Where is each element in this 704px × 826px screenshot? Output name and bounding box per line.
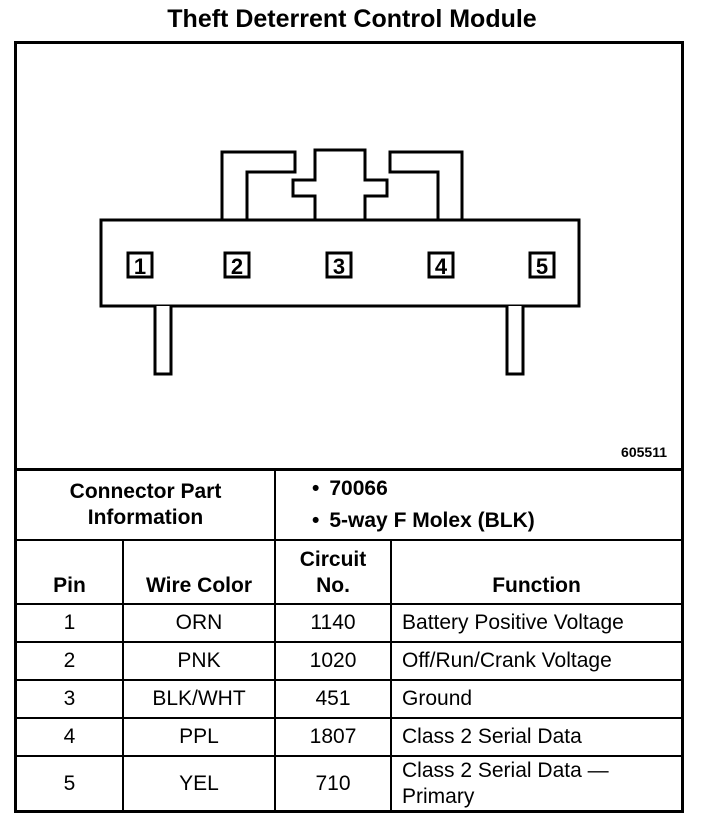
pin-label-2: 2 bbox=[231, 254, 243, 279]
table-row: 4 PPL 1807 Class 2 Serial Data bbox=[17, 716, 682, 757]
header-pin: Pin bbox=[17, 538, 124, 605]
pin-box-2 bbox=[223, 251, 251, 279]
pin-label-1: 1 bbox=[134, 254, 146, 279]
cell-circuit-no: 710 bbox=[274, 754, 393, 812]
pin-box-1 bbox=[126, 251, 154, 279]
cell-pin: 4 bbox=[17, 716, 124, 757]
part-info-list: 70066 5-way F Molex (BLK) bbox=[274, 468, 682, 541]
connector-key bbox=[291, 148, 389, 220]
cell-circuit-no: 1020 bbox=[274, 640, 393, 681]
cell-pin: 5 bbox=[17, 754, 124, 812]
cell-wire-color: YEL bbox=[121, 754, 277, 812]
table-row: 5 YEL 710 Class 2 Serial Data — Primary bbox=[17, 754, 682, 812]
cell-wire-color: BLK/WHT bbox=[121, 678, 277, 719]
pin-label-4: 4 bbox=[435, 254, 448, 279]
connector-diagram: 1 2 3 4 5 605511 bbox=[17, 44, 681, 468]
connector-drawing: 1 2 3 4 5 bbox=[99, 148, 581, 376]
pin-label-3: 3 bbox=[333, 254, 345, 279]
cell-circuit-no: 1140 bbox=[274, 602, 393, 643]
cell-pin: 2 bbox=[17, 640, 124, 681]
cell-function: Battery Positive Voltage bbox=[390, 602, 682, 643]
part-info-label: Connector Part Information bbox=[17, 468, 277, 541]
pin-box-3 bbox=[325, 251, 353, 279]
cell-circuit-no: 1807 bbox=[274, 716, 393, 757]
page-title: Theft Deterrent Control Module bbox=[167, 5, 537, 33]
pinout-table: Connector Part Information 70066 5-way F… bbox=[17, 468, 682, 812]
connector-left-leg bbox=[153, 306, 173, 376]
table-row: 2 PNK 1020 Off/Run/Crank Voltage bbox=[17, 640, 682, 681]
header-circuit-no: Circuit No. bbox=[274, 538, 393, 605]
part-info-item: 5-way F Molex (BLK) bbox=[286, 505, 671, 537]
cell-function: Ground bbox=[390, 678, 682, 719]
cell-pin: 1 bbox=[17, 602, 124, 643]
cell-function: Class 2 Serial Data bbox=[390, 716, 682, 757]
header-wire-color: Wire Color bbox=[121, 538, 277, 605]
figure-id: 605511 bbox=[621, 444, 667, 460]
cell-wire-color: PNK bbox=[121, 640, 277, 681]
cell-wire-color: PPL bbox=[121, 716, 277, 757]
cell-circuit-no: 451 bbox=[274, 678, 393, 719]
table-header-row: Pin Wire Color Circuit No. Function bbox=[17, 538, 682, 605]
pin-label-5: 5 bbox=[536, 254, 548, 279]
diagram-frame: 1 2 3 4 5 605511 Connector Part Informat… bbox=[14, 41, 684, 813]
cell-function: Off/Run/Crank Voltage bbox=[390, 640, 682, 681]
cell-wire-color: ORN bbox=[121, 602, 277, 643]
cell-pin: 3 bbox=[17, 678, 124, 719]
part-info-row: Connector Part Information 70066 5-way F… bbox=[17, 468, 682, 541]
part-info-item: 70066 bbox=[286, 473, 671, 505]
table-row: 1 ORN 1140 Battery Positive Voltage bbox=[17, 602, 682, 643]
table-row: 3 BLK/WHT 451 Ground bbox=[17, 678, 682, 719]
header-function: Function bbox=[390, 538, 682, 605]
pin-box-4 bbox=[427, 251, 455, 279]
pin-box-5 bbox=[528, 251, 556, 279]
connector-right-leg bbox=[505, 306, 525, 376]
connector-latch bbox=[220, 150, 464, 220]
cell-function: Class 2 Serial Data — Primary bbox=[390, 754, 682, 812]
